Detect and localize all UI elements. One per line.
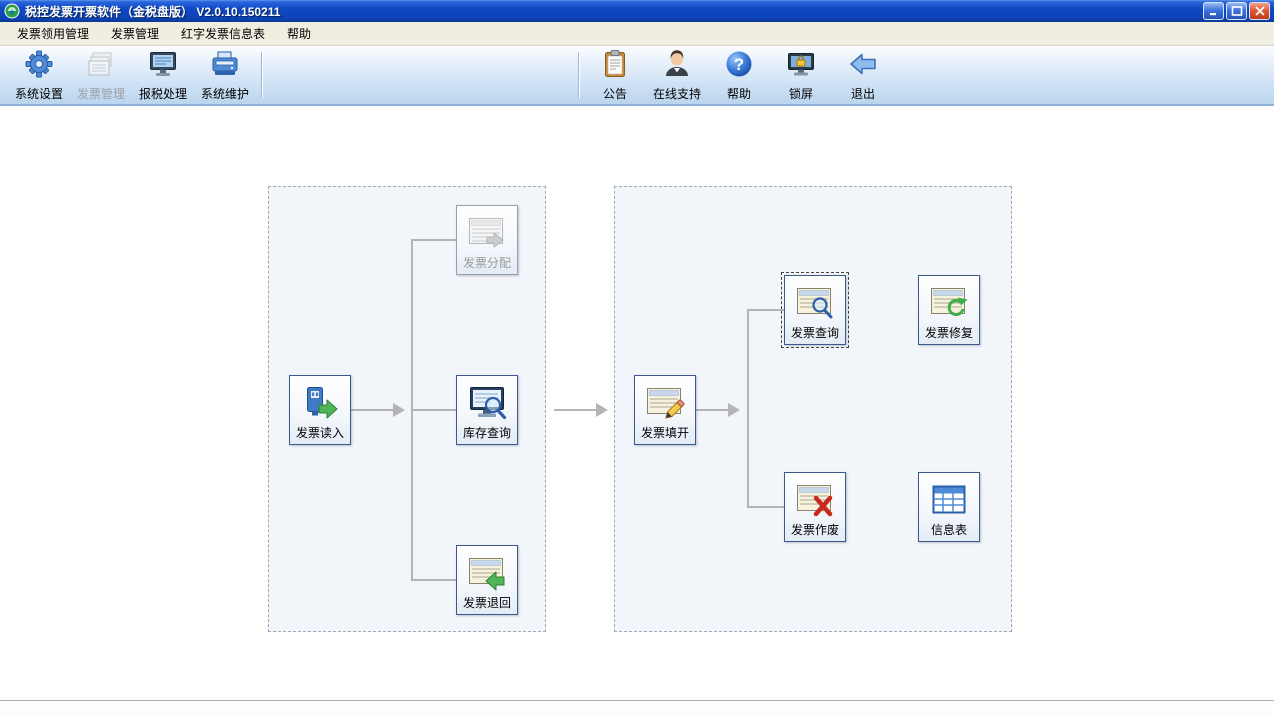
toolbar-button-help[interactable]: ? 帮助 (708, 48, 770, 102)
connector-line (411, 239, 456, 241)
minimize-button[interactable] (1203, 2, 1224, 20)
invoice-void-cross-icon (795, 477, 835, 523)
connector-line (747, 309, 749, 508)
gear-icon (24, 49, 54, 82)
toolbar-label: 系统设置 (14, 86, 63, 101)
invoice-distribute-icon (467, 210, 507, 256)
toolbar-button-invoice-management[interactable]: 发票管理 (70, 48, 132, 102)
flow-node-label: 发票填开 (640, 426, 689, 440)
flow-node-label: 库存查询 (462, 426, 511, 440)
invoice-repair-refresh-icon (929, 280, 969, 326)
connector-line (696, 409, 730, 411)
toolbar-separator (578, 52, 579, 98)
toolbar-button-lock-screen[interactable]: 锁屏 (770, 48, 832, 102)
invoice-query-magnifier-icon (795, 280, 835, 326)
flow-node-invoice-query[interactable]: 发票查询 (781, 272, 849, 348)
toolbar-label: 报税处理 (138, 86, 187, 101)
flow-node-label: 发票读入 (295, 426, 344, 440)
toolbar-separator (261, 52, 262, 98)
toolbar-label: 退出 (850, 86, 875, 101)
info-table-grid-icon (929, 477, 969, 523)
flow-node-invoice-fill[interactable]: 发票填开 (634, 375, 696, 445)
menu-item-red-invoice-info[interactable]: 红字发票信息表 (181, 27, 266, 41)
connector-line (411, 409, 456, 411)
flow-node-label: 信息表 (930, 523, 967, 537)
flow-node-label: 发票分配 (462, 256, 511, 270)
toolbar-button-system-maintenance[interactable]: 系统维护 (194, 48, 256, 102)
connector-arrowhead (596, 403, 608, 417)
flow-node-info-table[interactable]: 信息表 (918, 472, 980, 542)
status-bar (0, 700, 1274, 715)
toolbar-spacer (267, 75, 573, 76)
menu-item-invoice-receive-mgmt[interactable]: 发票领用管理 (17, 27, 90, 41)
toolbar-button-exit[interactable]: 退出 (832, 48, 894, 102)
toolbar-label: 在线支持 (652, 86, 701, 101)
close-button[interactable] (1249, 2, 1270, 20)
menu-bar: 发票领用管理 发票管理 红字发票信息表 帮助 (0, 22, 1274, 46)
flow-node-label: 发票作废 (790, 523, 839, 537)
flow-node-stock-query[interactable]: 库存查询 (456, 375, 518, 445)
usb-read-icon (300, 380, 340, 426)
help-question-icon: ? (724, 49, 754, 82)
flow-canvas: 发票读入 发票分配 (0, 106, 1274, 700)
toolbar-button-system-settings[interactable]: 系统设置 (8, 48, 70, 102)
invoice-fill-pencil-icon (645, 380, 685, 426)
toolbar-button-online-support[interactable]: 在线支持 (646, 48, 708, 102)
tax-monitor-icon (148, 49, 178, 82)
svg-text:?: ? (734, 55, 744, 74)
menu-item-help[interactable]: 帮助 (287, 27, 312, 41)
connector-line (411, 579, 456, 581)
invoice-stack-icon (86, 49, 116, 82)
toolbar-label: 锁屏 (788, 86, 813, 101)
menu-item-invoice-mgmt[interactable]: 发票管理 (111, 27, 160, 41)
invoice-return-icon (467, 550, 507, 596)
flow-node-label: 发票查询 (790, 326, 839, 340)
flow-node-label: 发票修复 (924, 326, 973, 340)
app-logo-icon (4, 3, 20, 19)
maintenance-device-icon (210, 49, 240, 82)
connector-arrowhead (728, 403, 740, 417)
flow-node-invoice-return[interactable]: 发票退回 (456, 545, 518, 615)
connector-line (351, 409, 393, 411)
online-support-person-icon (662, 49, 692, 82)
connector-line (747, 309, 784, 311)
exit-arrow-icon (848, 49, 878, 82)
connector-line (554, 409, 596, 411)
titlebar: 税控发票开票软件（金税盘版） V2.0.10.150211 (0, 0, 1274, 22)
toolbar-button-tax-filing[interactable]: 报税处理 (132, 48, 194, 102)
window-title: 税控发票开票软件（金税盘版） V2.0.10.150211 (25, 4, 281, 19)
connector-arrowhead (393, 403, 405, 417)
toolbar-button-announcement[interactable]: 公告 (584, 48, 646, 102)
toolbar-label: 系统维护 (200, 86, 249, 101)
flow-node-invoice-distribute[interactable]: 发票分配 (456, 205, 518, 275)
flow-node-invoice-read[interactable]: 发票读入 (289, 375, 351, 445)
announcement-clipboard-icon (600, 49, 630, 82)
toolbar-label: 发票管理 (76, 86, 125, 101)
toolbar: 系统设置 发票管理 报税处 (0, 46, 1274, 106)
toolbar-label: 帮助 (726, 86, 751, 101)
maximize-button[interactable] (1226, 2, 1247, 20)
flow-node-label: 发票退回 (462, 596, 511, 610)
flow-node-invoice-void[interactable]: 发票作废 (784, 472, 846, 542)
stock-query-monitor-icon (467, 380, 507, 426)
flow-node-invoice-repair[interactable]: 发票修复 (918, 275, 980, 345)
lock-screen-icon (786, 49, 816, 82)
toolbar-label: 公告 (602, 86, 627, 101)
connector-line (747, 506, 784, 508)
